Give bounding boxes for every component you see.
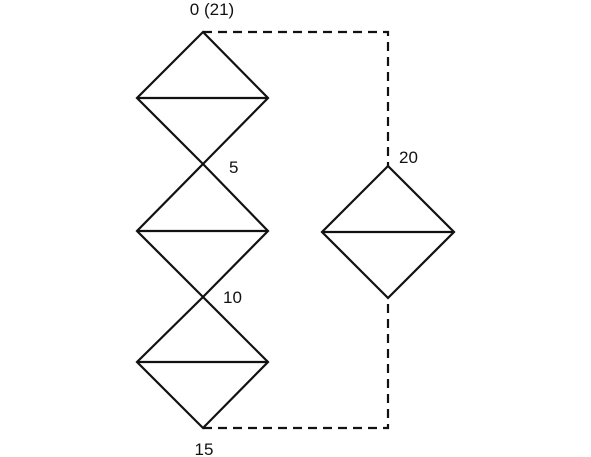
diamond-stack-left: [135, 30, 270, 430]
dashed-connector-top: [203, 30, 390, 166]
diamond-right: [320, 164, 456, 300]
label-right: 20: [399, 148, 418, 167]
diamond-middle: [135, 162, 270, 299]
diamond-top: [135, 30, 270, 166]
label-top: 0 (21): [190, 0, 234, 19]
label-joint-upper: 5: [229, 158, 238, 177]
label-bottom: 15: [195, 440, 214, 457]
diamond-bottom: [135, 295, 270, 430]
dashed-connector-bottom: [203, 298, 390, 430]
label-joint-lower: 10: [223, 288, 242, 307]
